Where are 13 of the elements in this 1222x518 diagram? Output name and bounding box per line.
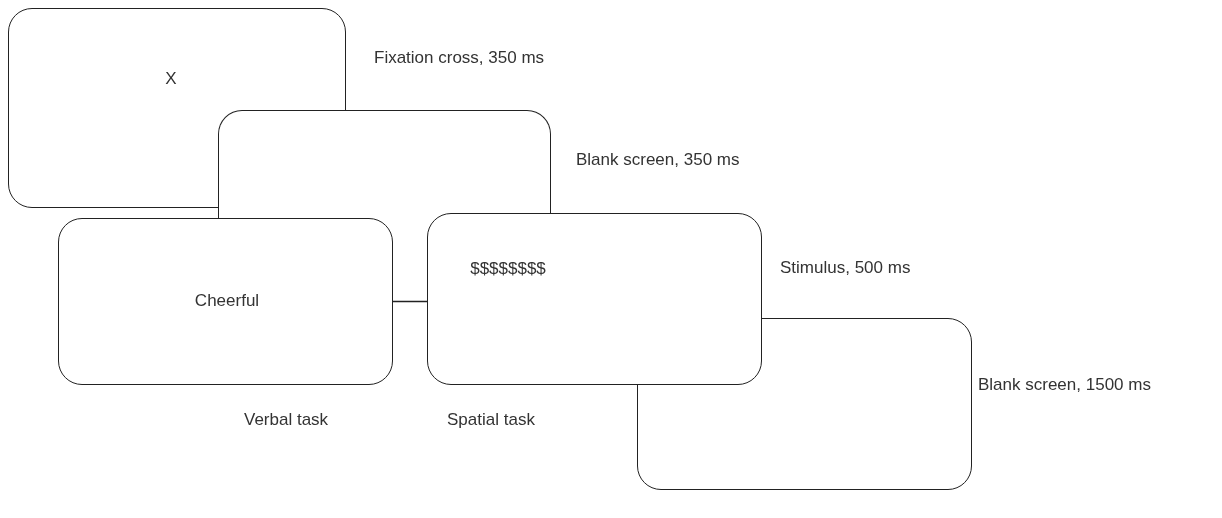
screen-caption: Blank screen, 1500 ms <box>978 375 1151 395</box>
screen-caption: Fixation cross, 350 ms <box>374 48 545 68</box>
screen-caption: Verbal task <box>244 410 329 430</box>
screen-box <box>58 218 393 385</box>
screen-text: Cheerful <box>194 291 260 311</box>
screen-caption: Blank screen, 350 ms <box>576 150 740 170</box>
screen-caption: Stimulus, 500 ms <box>780 258 911 278</box>
screen-box <box>8 8 346 208</box>
screen-text: X <box>165 69 177 89</box>
screen-text: $$$$$$$$ <box>470 259 546 279</box>
screen-caption: Spatial task <box>447 410 535 430</box>
screen-box <box>427 213 762 385</box>
connector-line <box>392 300 428 303</box>
